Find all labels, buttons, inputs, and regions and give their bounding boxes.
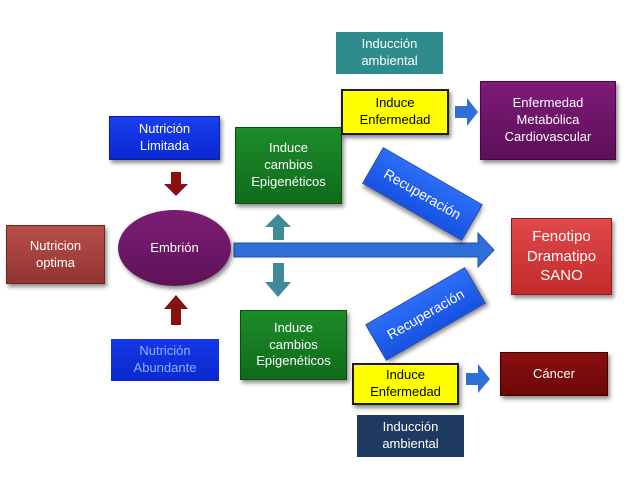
main-arrow: [233, 231, 495, 269]
nutricion-optima-label: Nutricion optima: [29, 237, 82, 270]
arrow-to-enfermedad: [455, 98, 478, 126]
embrion-ellipse: Embrión: [118, 210, 231, 286]
induce-enfermedad-top-box: Induce Enfermedad: [341, 89, 449, 135]
cancer-label: Cáncer: [533, 365, 575, 381]
induce-enfermedad-bottom-label: Induce Enfermedad: [370, 367, 441, 399]
enfermedad-metabolica-box: Enfermedad Metabólica Cardiovascular: [480, 81, 616, 160]
down-arrow-limitada: [164, 172, 188, 196]
induce-enfermedad-top-label: Induce Enfermedad: [359, 95, 431, 127]
arrow-to-cancer: [466, 364, 490, 393]
nutricion-abundante-box: Nutrición Abundante: [111, 339, 219, 381]
nutricion-limitada-box: Nutrición Limitada: [109, 116, 220, 160]
down-arrow-epi-bottom: [265, 263, 291, 297]
induccion-ambiental-top-label: Inducción ambiental: [361, 36, 418, 68]
up-arrow-abundante: [164, 295, 188, 325]
enfermedad-metabolica-label: Enfermedad Metabólica Cardiovascular: [504, 95, 592, 144]
nutricion-optima-box: Nutricion optima: [6, 225, 105, 284]
fenotipo-sano-label: Fenotipo Dramatipo SANO: [526, 228, 597, 285]
epigeneticos-top-label: Induce cambios Epigenéticos: [251, 140, 326, 189]
induce-enfermedad-bottom-box: Induce Enfermedad: [352, 363, 459, 405]
induccion-ambiental-bottom-label: Inducción ambiental: [382, 419, 439, 451]
fenotipo-sano-box: Fenotipo Dramatipo SANO: [511, 218, 612, 295]
induccion-ambiental-top-box: Inducción ambiental: [336, 32, 443, 74]
nutricion-limitada-label: Nutrición Limitada: [138, 121, 191, 153]
embrion-label: Embrión: [150, 239, 199, 255]
induccion-ambiental-bottom-box: Inducción ambiental: [357, 415, 464, 457]
cancer-box: Cáncer: [500, 352, 608, 396]
epigeneticos-bottom-label: Induce cambios Epigenéticos: [256, 319, 331, 369]
epigeneticos-bottom-box: Induce cambios Epigenéticos: [240, 310, 347, 380]
nutricion-abundante-label: Nutrición Abundante: [133, 343, 197, 375]
up-arrow-epi-top: [265, 214, 291, 240]
epigeneticos-top-box: Induce cambios Epigenéticos: [235, 127, 342, 204]
